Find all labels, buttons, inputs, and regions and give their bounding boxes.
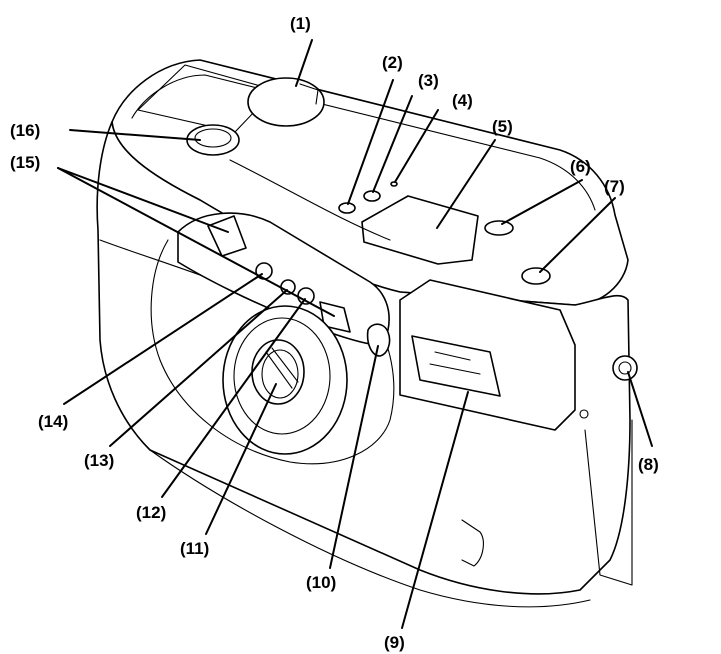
callout-16: (16): [10, 121, 40, 140]
flash-window: [411, 335, 501, 397]
top-ridge: [229, 159, 391, 241]
leader-10: [329, 345, 379, 569]
leader-3: [372, 95, 413, 193]
callout-14: (14): [38, 412, 68, 431]
leader-7: [539, 197, 616, 273]
leader-14: [63, 273, 263, 405]
leader-13: [109, 289, 288, 447]
mode-dial: [247, 77, 325, 127]
leader-2: [347, 79, 394, 205]
right-grip: [584, 419, 633, 586]
callout-13: (13): [84, 451, 114, 470]
leader-lines: [57, 39, 653, 629]
front-components: [150, 212, 638, 465]
callout-6: (6): [570, 157, 591, 176]
leader-5: [436, 139, 496, 229]
lens-inner: [261, 349, 299, 399]
flash-highlight: [429, 351, 481, 375]
callout-9: (9): [384, 633, 405, 652]
lcd-panel: [361, 195, 479, 265]
callout-10: (10): [306, 573, 336, 592]
callout-12: (12): [136, 503, 166, 522]
leader-15b: [57, 167, 335, 317]
leader-9: [401, 391, 469, 629]
leader-6: [501, 179, 583, 225]
indicator-lamp: [390, 181, 398, 187]
callout-8: (8): [638, 455, 659, 474]
callout-11: (11): [180, 539, 209, 558]
top-button-7: [521, 267, 551, 285]
bottom-edge: [149, 449, 591, 608]
callout-1: (1): [290, 14, 311, 33]
top-deck-edge: [131, 74, 596, 211]
front-slot: [461, 519, 484, 567]
leader-11: [205, 383, 277, 535]
finder-window: [207, 215, 247, 257]
callout-2: (2): [382, 53, 403, 72]
callout-5: (5): [492, 117, 513, 136]
shutter-button-inner: [194, 128, 232, 148]
callout-7: (7): [604, 177, 625, 196]
leader-8: [627, 371, 653, 447]
top-controls: [137, 64, 551, 285]
callout-labels: (1) (2) (3) (4) (5) (6) (7) (8) (9) (10)…: [10, 14, 659, 652]
callout-3: (3): [418, 71, 439, 90]
strap-eyelet-inner: [618, 361, 632, 375]
top-button-3: [363, 190, 381, 202]
leader-1: [295, 39, 313, 87]
af-window: [319, 301, 351, 333]
leader-15a: [57, 167, 229, 233]
leader-12: [161, 298, 306, 498]
callout-15: (15): [10, 153, 40, 172]
leader-4: [394, 109, 439, 183]
leader-16: [69, 129, 201, 141]
lens-glare: [265, 347, 299, 389]
lens-ring-2: [233, 317, 331, 435]
top-button-2: [338, 202, 356, 214]
callout-4: (4): [452, 91, 473, 110]
self-timer-lamp: [366, 323, 391, 357]
lens-recess-outline: [150, 239, 395, 465]
strap-eyelet: [612, 355, 638, 381]
top-button-6: [484, 220, 514, 236]
side-screw: [579, 409, 589, 419]
mode-dial-tab: [299, 83, 319, 105]
